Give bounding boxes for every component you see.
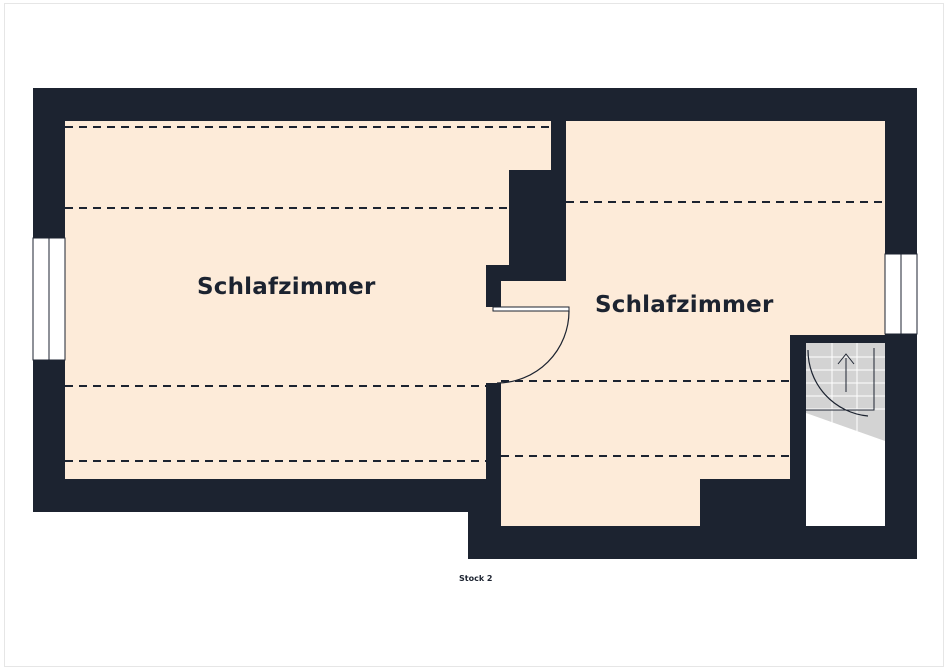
- window-right: [884, 253, 918, 335]
- roof-slope-lines: [65, 126, 885, 462]
- room-label-right: Schlafzimmer: [595, 292, 774, 318]
- windows: [32, 237, 918, 361]
- room-floor-right: [500, 121, 885, 526]
- floor-caption: Stock 2: [459, 574, 493, 583]
- door-swing: [492, 306, 570, 384]
- stairwell: [806, 343, 885, 526]
- room-label-left: Schlafzimmer: [197, 274, 376, 300]
- room-floors: [65, 121, 885, 526]
- room-floor-left: [65, 121, 551, 479]
- window-left: [32, 237, 66, 361]
